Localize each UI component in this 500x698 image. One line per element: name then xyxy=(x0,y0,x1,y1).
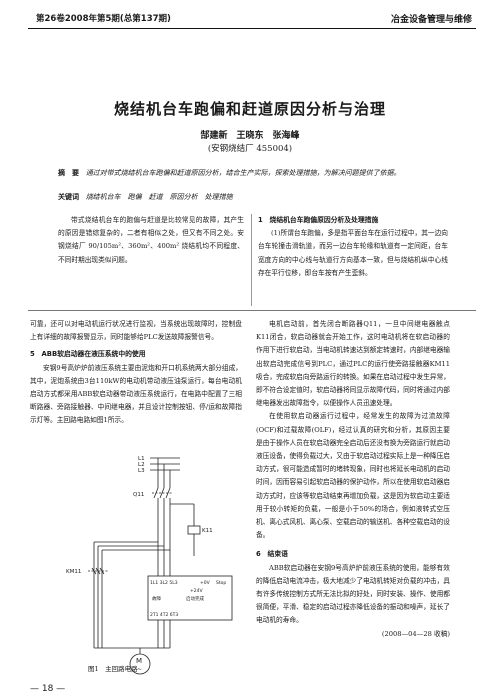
running-header: 第26卷2008年第5期(总第137期) 冶金设备管理与维修 xyxy=(28,8,476,29)
keywords-label: 关键词 xyxy=(58,193,79,201)
figure-caption: 图1 主回路电路 xyxy=(88,665,138,673)
left-para-2: 安钢9号高炉炉前液压系统主要由泥炮和开口机系统两大部分组成，其中，泥炮系统由3台… xyxy=(30,363,242,425)
intro-right-text: (1)所谓台车跑偏，多是指平面台车在运行过程中，其一边向台车轮撞击滑轨道，而另一… xyxy=(258,229,448,277)
article-title: 烧结机台车跑偏和赶道原因分析与治理 xyxy=(113,100,386,118)
right-column: 电机启动前，首先闭合断路器Q11，一旦中间继电器触点K11闭合，软启动器就会开始… xyxy=(256,318,450,641)
section-heading-1: 1 烧结机台车跑偏原因分析及处理措施 xyxy=(258,216,379,224)
motor-symbol xyxy=(129,653,151,675)
label-l1: L1 xyxy=(138,456,145,462)
intro-left-text: 带式烧结机台车的跑偏与赶道是比较常见的故障，其产生的原因是错综复杂的，二者有相似… xyxy=(58,216,244,264)
label-start-done: 启动完成 xyxy=(186,595,204,602)
column-divider xyxy=(251,214,252,306)
label-q11: Q11 xyxy=(133,492,144,498)
main-circuit-figure: L1 L2 L3 Q11 K11 KM11 1L1 3L2 5L3 +0V St… xyxy=(66,456,233,675)
label-stop: Stop xyxy=(216,580,226,586)
intro-right-column: 1 烧结机台车跑偏原因分析及处理措施 (1)所谓台车跑偏，多是指平面台车在运行过… xyxy=(258,214,448,280)
keywords-text: 烧结机台车 跑偏 赶道 原因分析 处理措施 xyxy=(85,193,233,201)
section-heading-5: 5 ABB软启动器在液压系统中的使用 xyxy=(30,350,146,359)
intro-left-column: 带式烧结机台车的跑偏与赶道是比较常见的故障，其产生的原因是错综复杂的，二者有相似… xyxy=(58,214,244,267)
left-column: 可靠，还可以对电动机运行状况进行监视，当系统出现故障时，控制盘上有详细的故障报警… xyxy=(30,318,242,428)
label-24v: +24V xyxy=(190,588,203,594)
label-l2: L2 xyxy=(138,462,145,468)
abstract: 摘 要 通过对带式烧结机台车跑偏和赶道原因分析，结合生产实际，探索处理措施，为解… xyxy=(58,167,444,180)
received-date: (2008—04—28 收稿) xyxy=(381,629,450,638)
label-motor-sym: ~ xyxy=(137,666,142,673)
label-l3: L3 xyxy=(138,468,145,474)
journal-issue: 第26卷2008年第5期(总第137期) xyxy=(36,14,171,24)
label-terminals-bot: 2T1 4T2 6T3 xyxy=(150,612,178,618)
left-para-1: 可靠，还可以对电动机运行状况进行监视，当系统出现故障时，控制盘上有详细的故障报警… xyxy=(30,320,242,342)
label-fault: 故障 xyxy=(152,595,161,602)
section-divider xyxy=(28,310,476,311)
label-km11: KM11 xyxy=(66,569,81,575)
abstract-label: 摘 要 xyxy=(58,169,79,177)
relay-k11 xyxy=(187,525,201,535)
keywords: 关键词 烧结机台车 跑偏 赶道 原因分析 处理措施 xyxy=(58,192,444,202)
journal-name: 冶金设备管理与维修 xyxy=(390,15,472,25)
right-para-3: ABB软启动器在安钢9号高炉炉前液压系统的使用，能够有效的降低启动电流冲击，极大… xyxy=(256,563,450,625)
soft-starter-box xyxy=(147,575,233,621)
right-para-1: 电机启动前，首先闭合断路器Q11，一旦中间继电器触点K11闭合，软启动器就会开始… xyxy=(256,320,450,408)
label-terminals-top: 1L1 3L2 5L3 xyxy=(150,580,178,586)
authors: 郜建新 王晓东 张海峰 xyxy=(200,131,300,141)
label-run: +0V xyxy=(200,580,211,586)
contactor-km11 xyxy=(91,567,97,575)
section-heading-6: 6 结束语 xyxy=(256,550,288,559)
right-para-2: 在使用软启动器运行过程中，经常发生的故障为过流故障(OCF)和过载故障(OLF)… xyxy=(256,412,450,540)
label-k11: K11 xyxy=(202,528,213,534)
affiliation: (安钢烧结厂 455004) xyxy=(207,144,293,154)
page-number: — 18 — xyxy=(30,684,66,694)
abstract-text: 通过对带式烧结机台车跑偏和赶道原因分析，结合生产实际，探索处理措施，为解决问题提… xyxy=(85,169,401,177)
label-motor: M xyxy=(136,657,142,665)
